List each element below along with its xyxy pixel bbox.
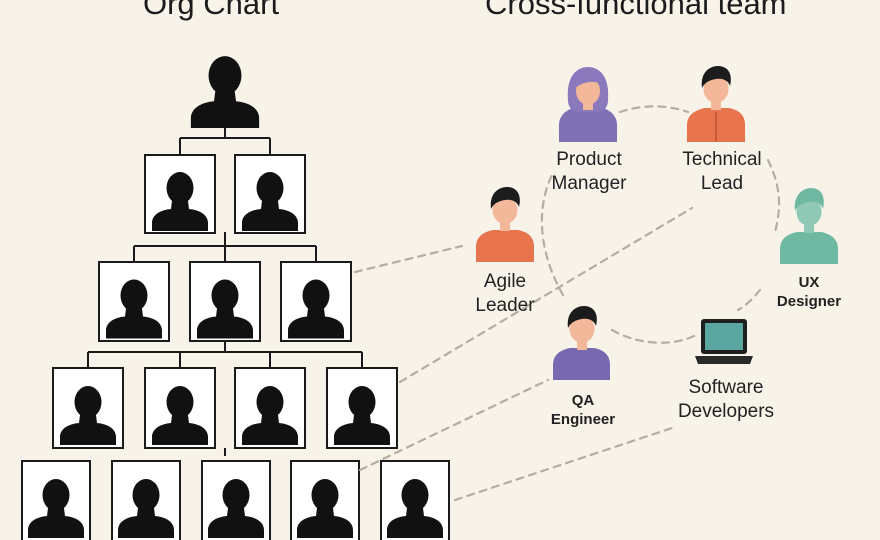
org-top-person-icon [190,56,260,128]
qa-engineer-label: QA Engineer [551,392,615,430]
qa-engineer-icon [553,306,610,380]
technical-lead-label-line1: Technical [682,149,762,170]
software-developers-label-line2: Developers [677,400,775,422]
org-level-3 [98,261,352,342]
cross-functional-team-title: Cross-functional team [485,0,787,21]
product-manager-label: Product Manager [552,148,627,196]
product-manager-label-line2: Manager [551,172,627,194]
agile-leader-label-line2: Leader [475,294,535,316]
agile-leader-icon [476,187,534,262]
org-connector-lines [87,128,363,456]
technical-lead-label: Technical Lead [682,148,761,196]
org-level-2 [144,154,306,234]
laptop-icon [695,319,753,364]
ux-designer-label-line2: Designer [776,292,842,310]
technical-lead-icon [687,66,745,142]
agile-leader-label-line1: Agile [483,271,527,292]
ux-designer-label-line1: UX [798,274,820,291]
org-chart-title: Org Chart [143,0,280,21]
technical-lead-label-line2: Lead [700,172,744,194]
team-dashed-links [353,105,781,502]
org-level-5 [21,460,450,540]
org-level-4 [52,367,398,449]
qa-engineer-label-line2: Engineer [550,410,616,428]
agile-leader-label: Agile Leader [475,270,534,318]
product-manager-label-line1: Product [556,149,622,170]
ux-designer-label: UX Designer [777,274,841,312]
software-developers-label-line1: Software [688,377,764,398]
qa-engineer-label-line1: QA [571,392,595,409]
ux-designer-icon [780,188,838,264]
product-manager-icon [559,67,617,142]
software-developers-label: Software Developers [678,376,774,424]
